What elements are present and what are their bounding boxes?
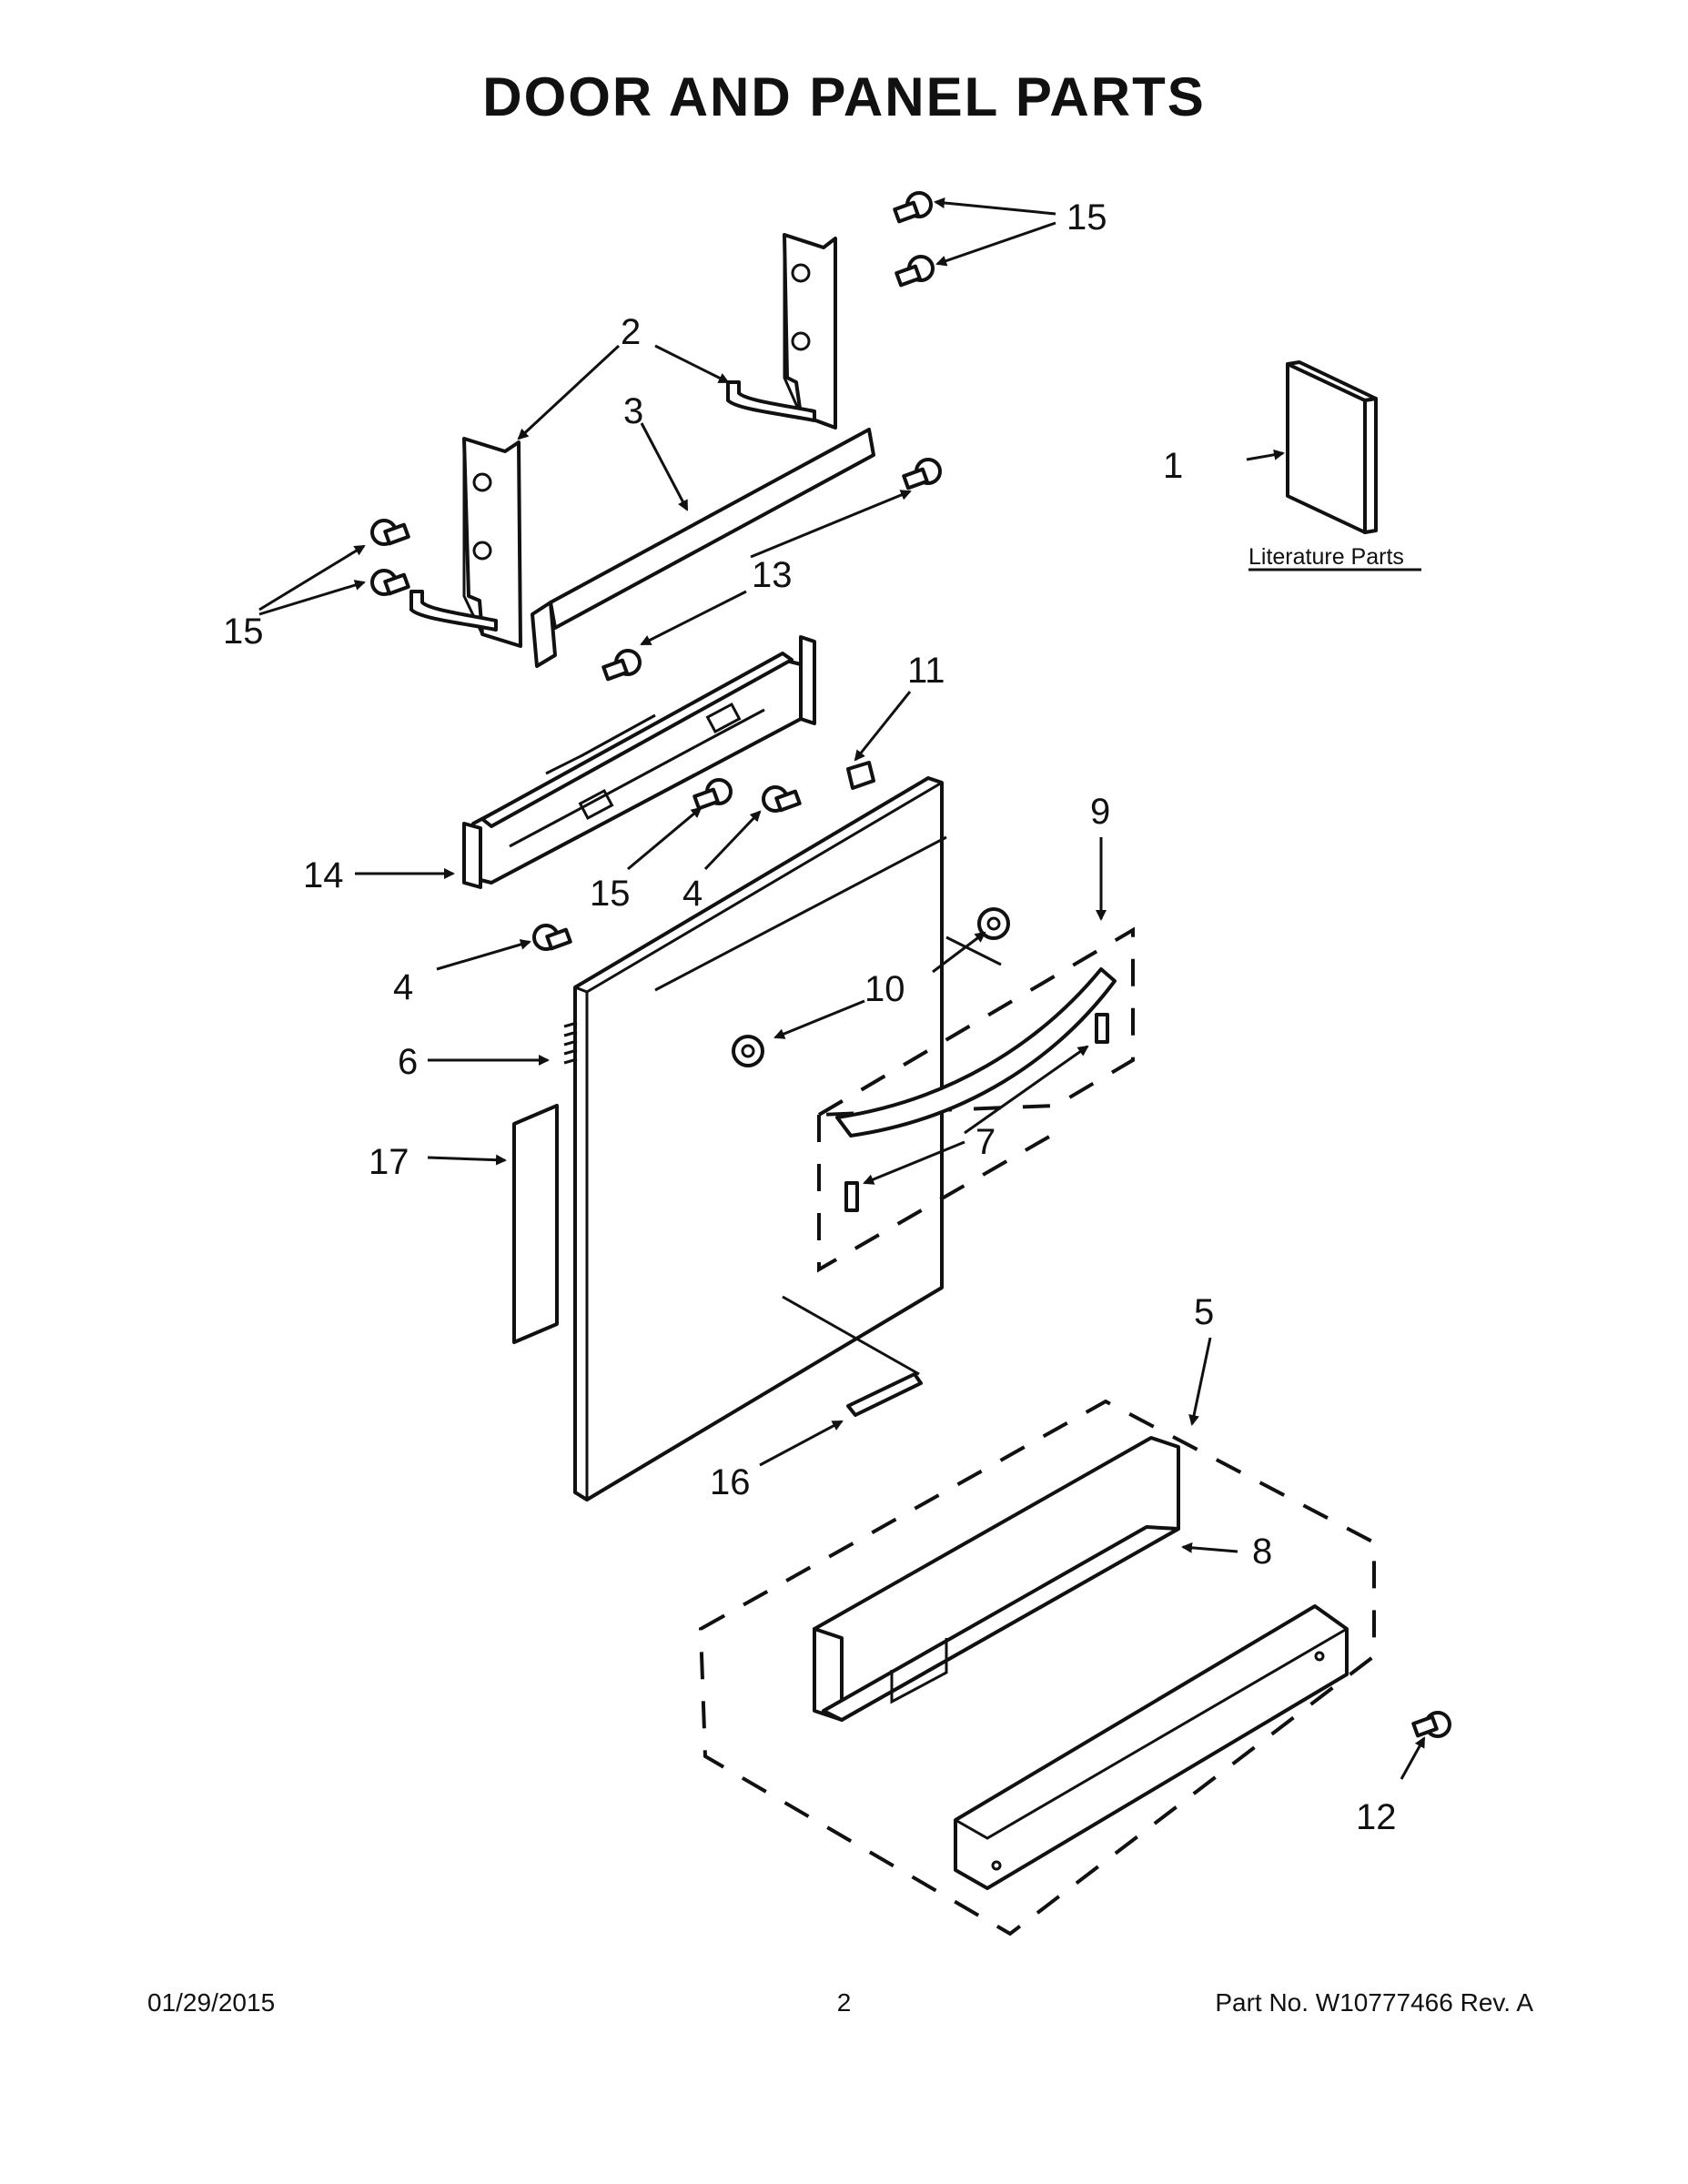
callout-12: 12	[1356, 1797, 1397, 1837]
handle-kit-outline	[817, 926, 1135, 1273]
door-gasket	[512, 1104, 559, 1344]
callout-3: 3	[623, 391, 643, 431]
door-handle	[835, 967, 1117, 1138]
callout-4-right: 4	[682, 874, 702, 914]
callout-16: 16	[710, 1462, 751, 1502]
panel-clip	[846, 761, 875, 790]
screws	[370, 191, 1451, 1738]
left-hinge-bracket	[409, 437, 522, 648]
callout-17: 17	[369, 1142, 409, 1182]
callout-10: 10	[864, 969, 905, 1009]
handle-screws	[844, 1013, 1109, 1212]
callout-13: 13	[752, 555, 793, 595]
callout-8: 8	[1252, 1532, 1272, 1572]
toe-panel-bracket	[954, 1604, 1349, 1890]
callout-15-left: 15	[223, 612, 264, 652]
footer-date: 01/29/2015	[147, 1988, 276, 2017]
toe-panel-kit-outline	[698, 1399, 1376, 1936]
callout-14: 14	[303, 855, 344, 895]
callout-4-left: 4	[393, 967, 413, 1007]
control-console	[462, 635, 816, 889]
handle-end-caps	[732, 907, 1010, 1067]
callout-2: 2	[621, 312, 641, 352]
callout-6: 6	[398, 1042, 418, 1082]
callout-numbers: 1 2 3 4 4 5 6 7 8 9 10 11 12 13 14 15 15…	[223, 197, 1397, 1837]
toe-panel	[813, 1436, 1180, 1722]
logo-badge	[846, 1372, 923, 1417]
callout-1: 1	[1163, 446, 1183, 486]
leader-lines	[258, 197, 1426, 1780]
callout-15-center: 15	[590, 874, 631, 914]
callout-5: 5	[1194, 1292, 1214, 1332]
literature-parts-label: Literature Parts	[1248, 544, 1404, 570]
door-top-channel	[531, 428, 875, 668]
vent-slots	[563, 1021, 578, 1065]
inner-door-panel	[563, 776, 1002, 1502]
footer-page-number: 2	[836, 1988, 852, 2017]
callout-7: 7	[975, 1122, 996, 1162]
callout-15-top: 15	[1066, 197, 1107, 238]
page-title: DOOR AND PANEL PARTS	[482, 66, 1206, 127]
callout-11: 11	[907, 651, 945, 691]
right-hinge-bracket	[726, 233, 837, 430]
callout-9: 9	[1090, 792, 1110, 832]
literature-part	[1286, 360, 1378, 534]
footer-part-number: Part No. W10777466 Rev. A	[1215, 1988, 1533, 2017]
